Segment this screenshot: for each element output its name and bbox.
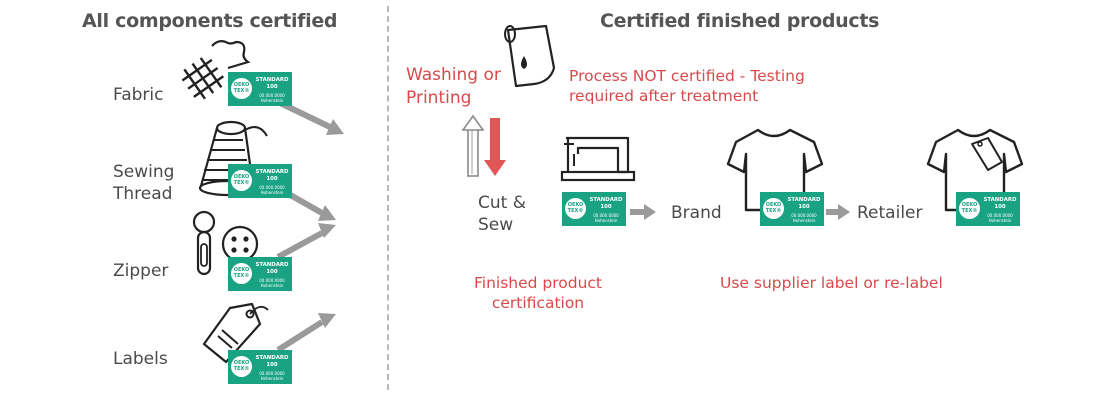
component-label-zipper: Zipper — [113, 261, 169, 281]
finished-product-certification-label: Finished product certification — [473, 274, 603, 312]
section-divider — [387, 6, 389, 390]
brand-label: Brand — [671, 203, 722, 223]
washing-printing-label: Washing or Printing — [406, 65, 501, 108]
process-not-certified-note: Process NOT certified - Testing required… — [569, 67, 805, 105]
down-arrow-icon — [484, 118, 506, 176]
hang-tag-icon — [202, 302, 269, 364]
tshirt-icon — [726, 128, 824, 212]
zipper-icon — [192, 210, 259, 276]
sewing-machine-icon — [560, 136, 636, 182]
right-section-title: Certified finished products — [600, 10, 880, 32]
up-arrow-icon — [461, 114, 485, 177]
left-section-title: All components certified — [82, 10, 338, 32]
tshirt-with-tag-icon — [926, 128, 1024, 212]
component-label-sewing-thread: Sewing Thread — [113, 162, 175, 204]
retailer-label: Retailer — [857, 203, 923, 223]
cut-sew-label: Cut & Sew — [478, 193, 526, 235]
fabric-icon — [181, 40, 251, 100]
supplier-relabel-label: Use supplier label or re-label — [720, 274, 943, 292]
fabric-roll-icon — [504, 24, 556, 88]
component-label-labels: Labels — [113, 349, 168, 369]
component-label-fabric: Fabric — [113, 85, 164, 105]
